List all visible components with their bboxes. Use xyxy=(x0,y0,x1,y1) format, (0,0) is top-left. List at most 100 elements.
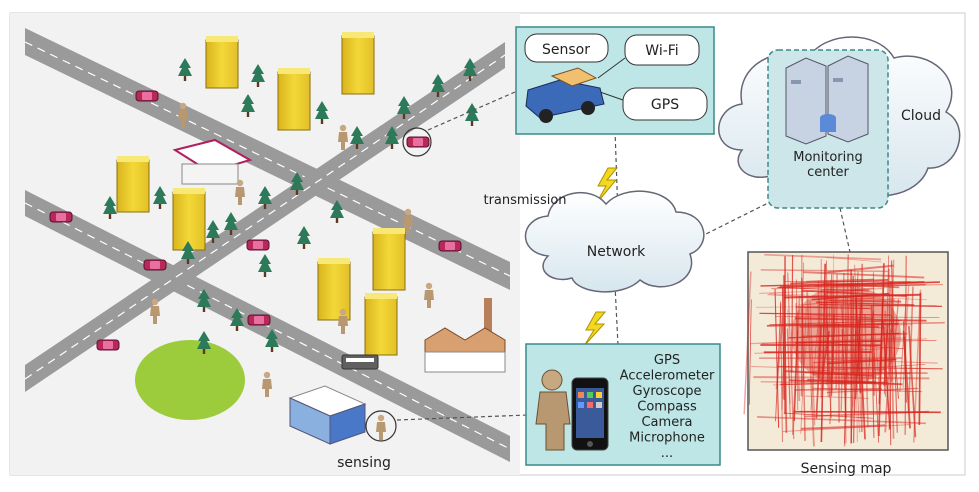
heat-trace xyxy=(812,372,911,376)
heat-trace xyxy=(852,330,857,444)
wifi-label: Wi-Fi xyxy=(645,43,678,59)
heat-trace xyxy=(751,366,887,370)
heat-trace xyxy=(743,271,752,415)
heat-trace xyxy=(786,328,791,418)
heat-trace xyxy=(800,424,886,430)
heat-trace xyxy=(912,289,922,443)
heat-trace xyxy=(787,272,795,440)
heat-trace xyxy=(877,263,885,437)
phone-sensor-list: GPSAccelerometerGyroscopeCompassCameraMi… xyxy=(620,353,715,461)
gas-station xyxy=(172,138,253,185)
heat-trace xyxy=(872,272,875,390)
heat-trace xyxy=(806,278,875,282)
heat-trace xyxy=(820,263,826,443)
heat-trace xyxy=(856,296,863,378)
bus xyxy=(341,354,379,370)
heat-trace xyxy=(795,306,871,310)
heat-trace xyxy=(782,424,911,432)
heat-trace xyxy=(858,319,866,440)
heat-trace xyxy=(827,299,902,303)
heat-trace xyxy=(794,387,882,391)
heat-trace xyxy=(826,260,829,398)
heat-trace xyxy=(814,321,945,327)
heat-trace xyxy=(871,306,880,443)
heat-trace xyxy=(754,348,884,354)
network-cloud xyxy=(524,190,705,293)
heat-trace xyxy=(775,317,784,390)
vehicle-sensor-panel: Sensor Wi-Fi GPS xyxy=(515,26,715,135)
heat-trace xyxy=(800,262,804,396)
building xyxy=(277,68,311,131)
heat-trace xyxy=(800,308,807,434)
phone-sensor-item: Microphone xyxy=(629,431,705,446)
heat-trace xyxy=(767,294,896,301)
heat-trace xyxy=(757,416,926,425)
heat-trace xyxy=(803,271,925,279)
heat-trace xyxy=(764,253,882,261)
heat-trace xyxy=(841,329,847,419)
heat-trace xyxy=(780,301,783,443)
building xyxy=(116,156,150,213)
heat-trace xyxy=(793,330,799,421)
heat-trace xyxy=(753,376,930,380)
highlighted-person xyxy=(365,410,397,442)
heat-trace xyxy=(769,320,901,326)
phone-sensor-item: Accelerometer xyxy=(620,369,715,384)
person-icon xyxy=(535,369,571,451)
phone-sensor-item: Compass xyxy=(637,400,697,415)
heat-trace xyxy=(809,300,816,426)
heat-trace xyxy=(826,256,882,263)
heat-trace xyxy=(904,255,907,435)
transmission-lightning-icon xyxy=(595,167,619,205)
cloud-label: Cloud xyxy=(901,108,941,124)
heat-trace xyxy=(790,278,889,285)
heat-trace xyxy=(826,387,919,394)
factory xyxy=(424,298,506,373)
car-illustration-icon xyxy=(525,67,605,123)
heat-trace xyxy=(902,330,911,429)
heat-trace xyxy=(801,332,908,338)
sensing-label: sensing xyxy=(337,455,391,471)
heat-trace xyxy=(783,275,788,433)
building xyxy=(364,293,398,356)
buildings xyxy=(116,32,406,356)
server-icon xyxy=(785,55,869,145)
highlighted-car-circle xyxy=(402,127,432,157)
sensor-bubble xyxy=(524,33,609,63)
building xyxy=(341,32,375,95)
building xyxy=(205,36,239,89)
gps-bubble xyxy=(622,87,708,121)
heat-trace xyxy=(883,310,886,395)
heat-trace xyxy=(864,313,869,428)
heat-trace xyxy=(800,277,806,441)
heat-trace xyxy=(899,295,907,393)
smartphone-sensor-panel: GPSAccelerometerGyroscopeCompassCameraMi… xyxy=(525,343,721,466)
smartphone-icon xyxy=(571,377,609,451)
phone-sensor-item: Camera xyxy=(641,415,692,430)
store-building xyxy=(288,385,367,445)
heat-trace xyxy=(851,323,854,407)
network-lightning-icon xyxy=(583,311,607,347)
monitoring-label: Monitoring xyxy=(793,150,863,165)
transmission-label: transmission xyxy=(483,193,566,208)
heat-trace xyxy=(791,255,794,373)
heat-trace xyxy=(759,288,883,294)
heat-trace xyxy=(815,301,915,306)
heat-core xyxy=(791,285,901,385)
sensing-map-label: Sensing map xyxy=(801,461,892,477)
heat-trace xyxy=(761,339,937,344)
heat-trace xyxy=(882,319,891,429)
heat-trace xyxy=(778,365,943,370)
heat-trace xyxy=(783,412,873,419)
sensor-label: Sensor xyxy=(542,42,590,58)
heat-trace xyxy=(827,264,894,274)
heat-trace xyxy=(908,325,917,438)
heat-trace xyxy=(888,259,895,431)
heat-trace xyxy=(769,293,927,301)
center-label: center xyxy=(807,165,849,180)
heat-trace xyxy=(787,309,791,405)
heat-trace xyxy=(844,303,850,444)
heat-trace xyxy=(772,382,878,386)
heat-trace xyxy=(766,323,899,327)
